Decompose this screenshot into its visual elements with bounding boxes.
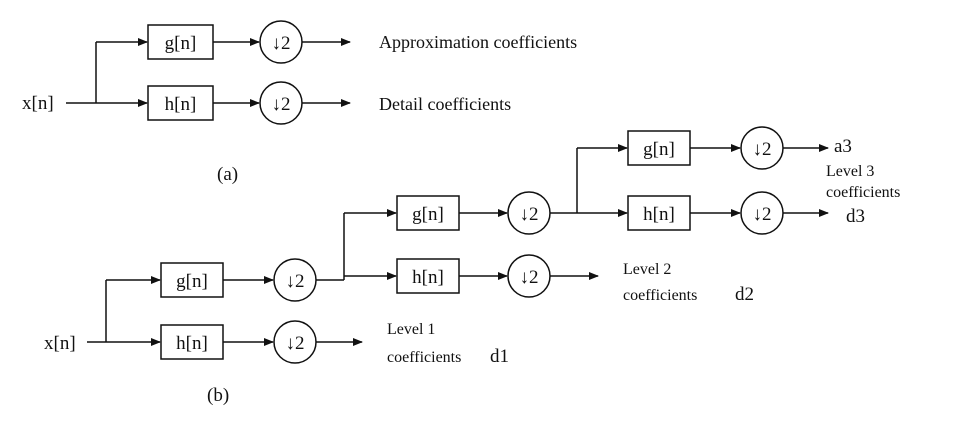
- panel-b-l1-h-filter: h[n]: [160, 324, 224, 360]
- panel-b-l2-h-filter: h[n]: [396, 258, 460, 294]
- panel-b: x[n] g[n] h[n] ↓2 ↓2 Level 1 coefficient…: [44, 126, 900, 406]
- panel-b-l2-downsample-upper: ↓2: [507, 191, 551, 235]
- panel-b-l2-g-filter: g[n]: [396, 195, 460, 231]
- panel-b-l3-h-filter: h[n]: [627, 195, 691, 231]
- panel-b-level1-detail: d1: [490, 346, 509, 367]
- panel-a-input-label: x[n]: [22, 93, 54, 114]
- panel-b-l1-split-wire: [87, 280, 107, 343]
- panel-a-downsample-lower-label: ↓2: [272, 94, 291, 115]
- panel-a-detail-label: Detail coefficients: [379, 94, 511, 114]
- panel-b-l2-downsample-lower-label: ↓2: [520, 267, 539, 288]
- panel-a-h-filter: h[n]: [147, 85, 214, 121]
- panel-a-downsample-upper: ↓2: [259, 20, 303, 64]
- panel-b-input-label: x[n]: [44, 333, 76, 354]
- panel-a-g-filter: g[n]: [147, 24, 214, 60]
- panel-b-level3-approx: a3: [834, 136, 852, 157]
- panel-a-split-wire: [66, 42, 97, 104]
- panel-b-level3-detail: d3: [846, 206, 865, 227]
- panel-b-l1-downsample-lower-label: ↓2: [286, 333, 305, 354]
- panel-b-l1-downsample-upper: ↓2: [273, 258, 317, 302]
- panel-b-l2-split-wire: [316, 213, 345, 281]
- panel-a-h-filter-label: h[n]: [165, 94, 197, 115]
- panel-b-level2-line2: coefficients: [623, 287, 697, 304]
- panel-b-l3-split-wire: [550, 148, 578, 214]
- panel-a-downsample-lower: ↓2: [259, 81, 303, 125]
- panel-b-l3-g-filter-label: g[n]: [643, 139, 675, 160]
- panel-b-l2-downsample-lower: ↓2: [507, 254, 551, 298]
- panel-a-g-filter-label: g[n]: [165, 33, 197, 54]
- panel-b-level1-title: Level 1: [387, 321, 435, 338]
- panel-b-level2-detail: d2: [735, 284, 754, 305]
- panel-b-caption: (b): [207, 385, 229, 406]
- panel-a-caption: (a): [217, 164, 238, 185]
- panel-b-l3-g-filter: g[n]: [627, 130, 691, 166]
- panel-b-l1-downsample-lower: ↓2: [273, 320, 317, 364]
- panel-b-l1-g-filter: g[n]: [160, 262, 224, 298]
- panel-b-l2-h-filter-label: h[n]: [412, 267, 444, 288]
- panel-b-l2-downsample-upper-label: ↓2: [520, 204, 539, 225]
- panel-b-level3-title: Level 3: [826, 163, 874, 180]
- panel-a: x[n] g[n] h[n] ↓2 ↓2 Approximation coeff…: [22, 20, 577, 185]
- panel-b-l2-g-filter-label: g[n]: [412, 204, 444, 225]
- panel-a-approx-label: Approximation coefficients: [379, 32, 577, 52]
- panel-b-level3-line2: coefficients: [826, 184, 900, 201]
- panel-a-downsample-upper-label: ↓2: [272, 33, 291, 54]
- panel-b-l3-downsample-upper: ↓2: [740, 126, 784, 170]
- panel-b-l3-downsample-upper-label: ↓2: [753, 139, 772, 160]
- panel-b-l1-h-filter-label: h[n]: [176, 333, 208, 354]
- panel-b-l1-g-filter-label: g[n]: [176, 271, 208, 292]
- panel-b-l3-h-filter-label: h[n]: [643, 204, 675, 225]
- panel-b-l3-downsample-lower-label: ↓2: [753, 204, 772, 225]
- panel-b-level1-line2: coefficients: [387, 349, 461, 366]
- panel-b-level2-title: Level 2: [623, 261, 671, 278]
- panel-b-l1-downsample-upper-label: ↓2: [286, 271, 305, 292]
- panel-b-l3-downsample-lower: ↓2: [740, 191, 784, 235]
